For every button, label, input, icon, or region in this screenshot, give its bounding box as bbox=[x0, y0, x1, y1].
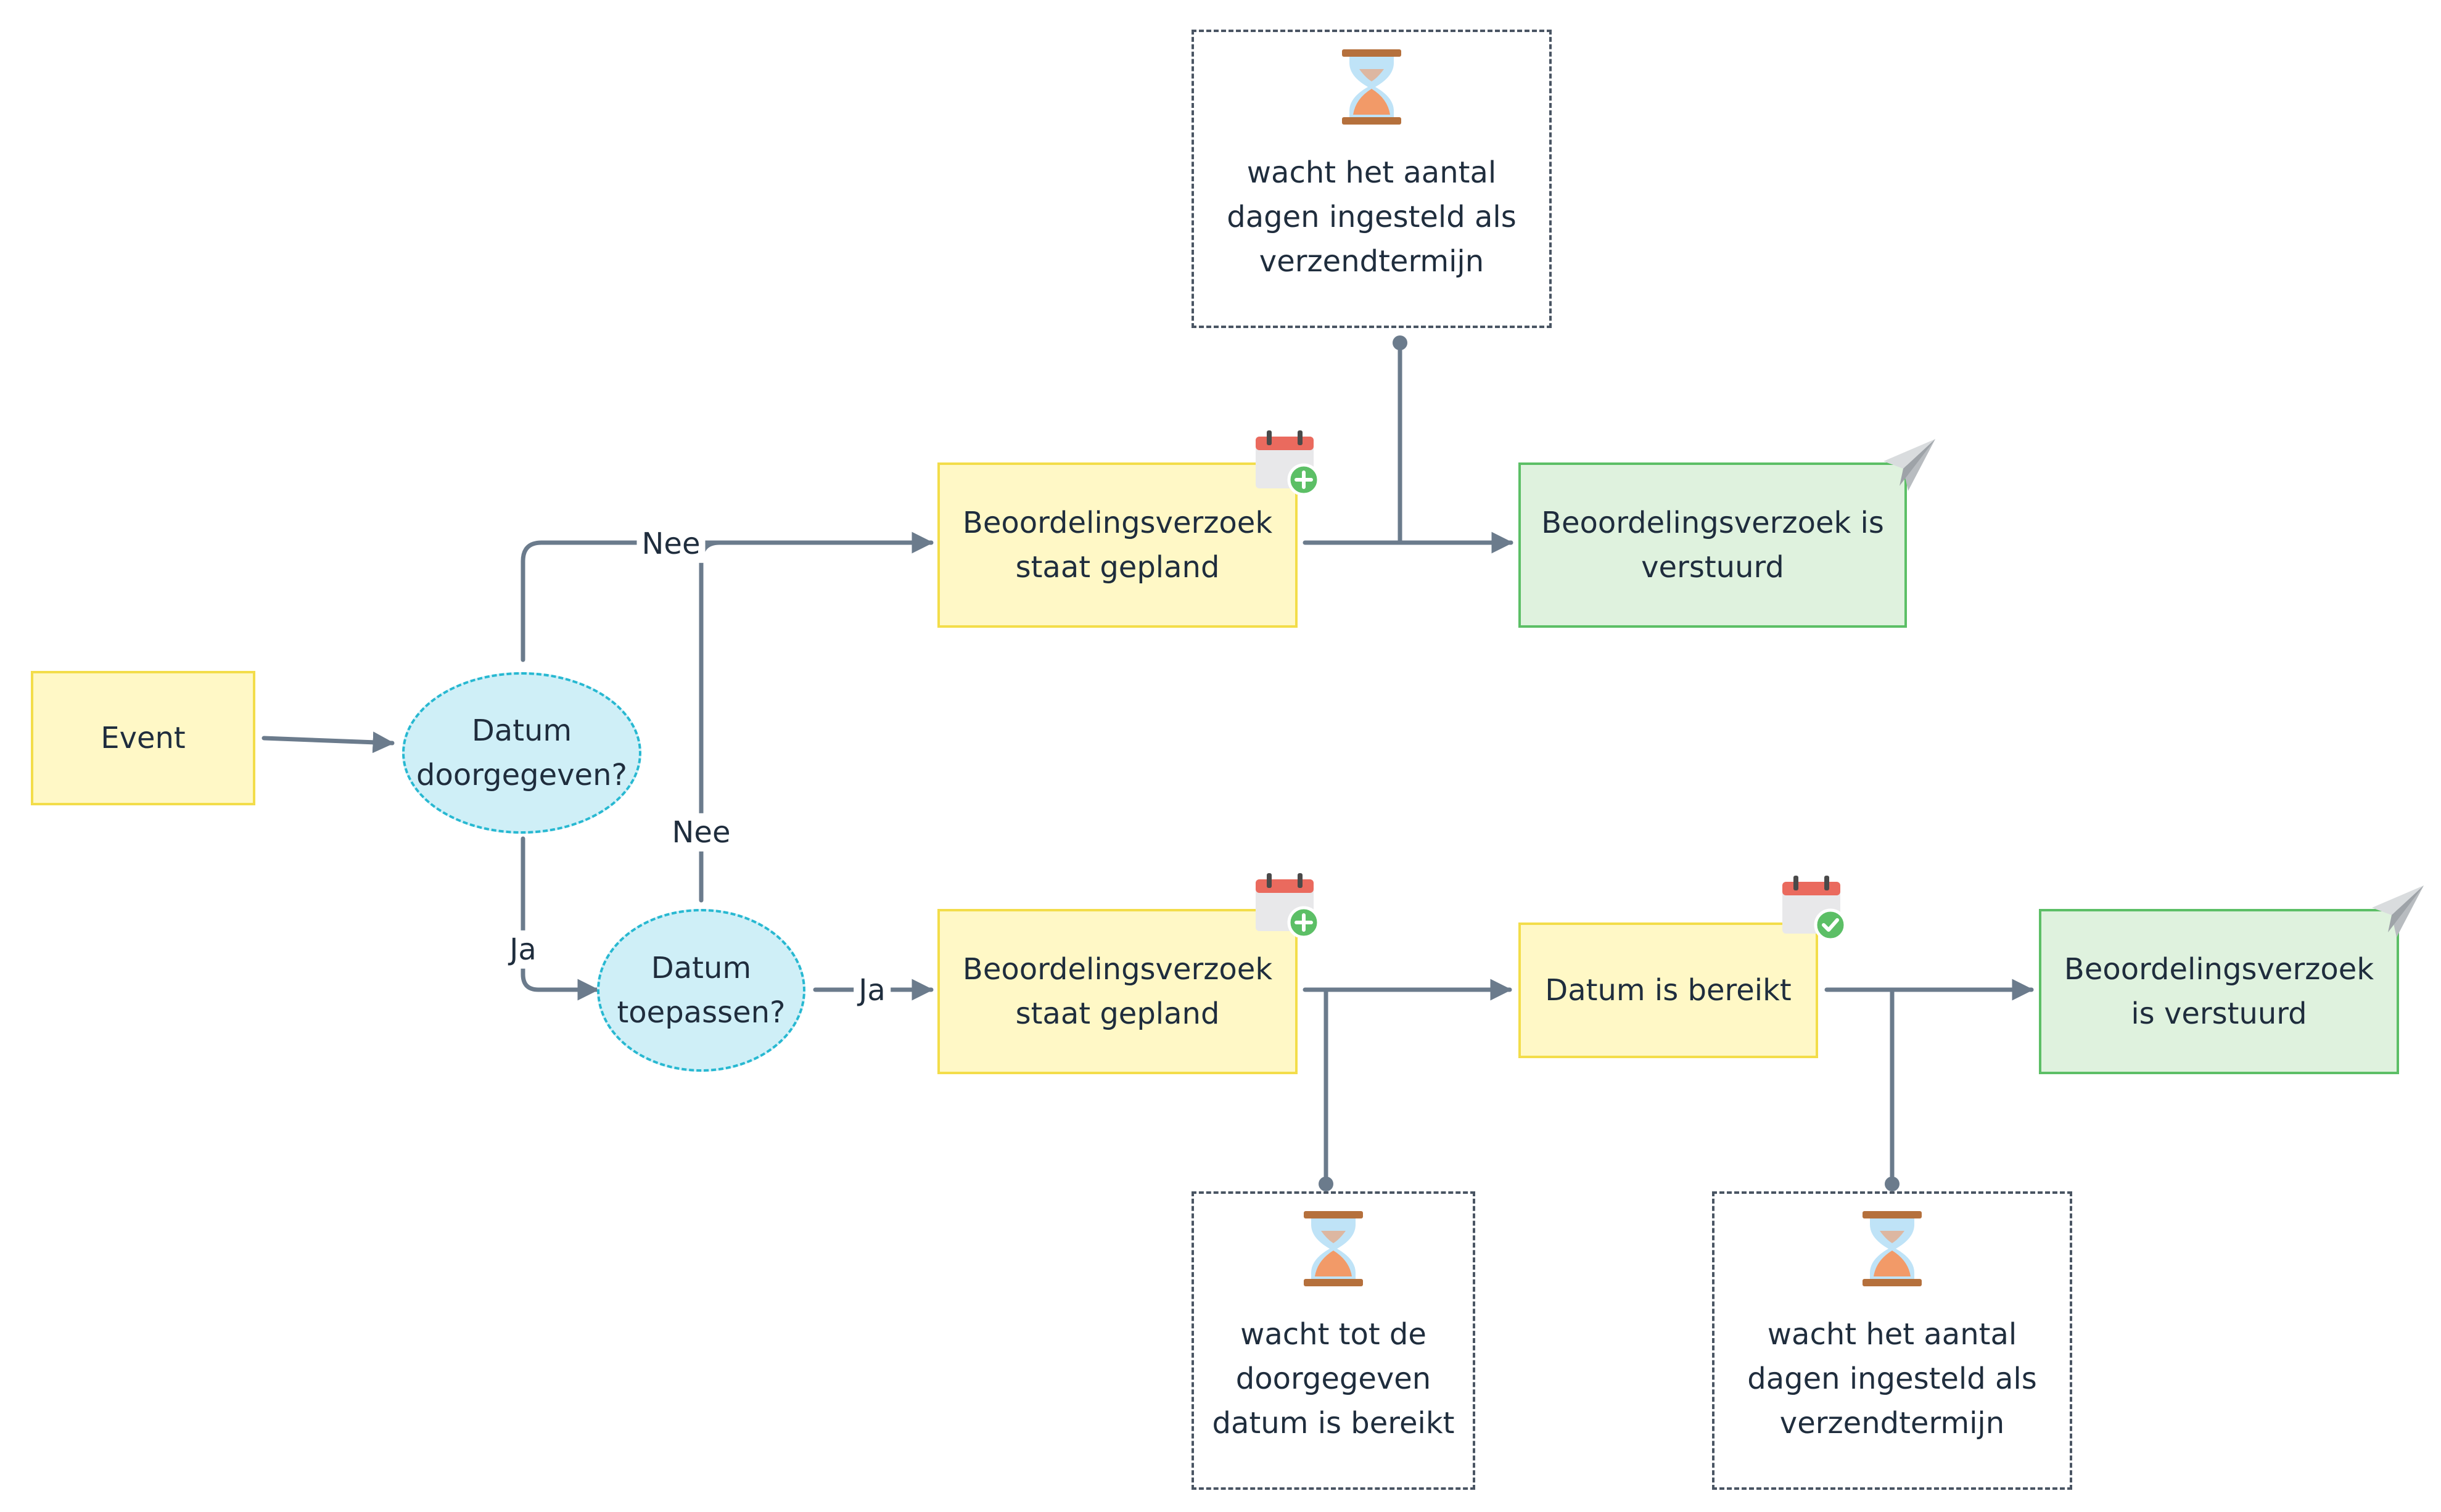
calendar-plus-icon bbox=[1256, 430, 1320, 495]
calendar-plus-icon bbox=[1256, 873, 1320, 937]
edge-label-ja-right: Ja bbox=[854, 971, 891, 1010]
state-verstuurd-bottom[interactable]: Beoordelingsverzoek is verstuurd bbox=[2039, 909, 2399, 1074]
connector-dot bbox=[1319, 1177, 1333, 1191]
hourglass-icon bbox=[1304, 1211, 1363, 1286]
event-node[interactable]: Event bbox=[31, 671, 255, 805]
state-gepland-bottom[interactable]: Beoordelingsverzoek staat gepland bbox=[937, 909, 1298, 1074]
state-gepland-top[interactable]: Beoordelingsverzoek staat gepland bbox=[937, 462, 1298, 628]
decision-label: Datum toepassen? bbox=[617, 951, 786, 1030]
note-wait-bottom-right: wacht het aantal dagen ingesteld als ver… bbox=[1712, 1191, 2072, 1490]
note-wait-bottom-left: wacht tot de doorgegeven datum is bereik… bbox=[1192, 1191, 1475, 1490]
state-label: Datum is bereikt bbox=[1545, 973, 1792, 1008]
connector-dot bbox=[1885, 1177, 1900, 1191]
state-verstuurd-top[interactable]: Beoordelingsverzoek is verstuurd bbox=[1518, 462, 1907, 628]
note-text: wacht het aantal dagen ingesteld als ver… bbox=[1227, 155, 1517, 279]
event-label: Event bbox=[101, 721, 186, 755]
state-label: Beoordelingsverzoek staat gepland bbox=[962, 952, 1273, 1031]
decision-datum-doorgegeven[interactable]: Datum doorgegeven? bbox=[402, 672, 641, 834]
note-wait-top: wacht het aantal dagen ingesteld als ver… bbox=[1192, 30, 1552, 328]
calendar-check-icon bbox=[1782, 876, 1846, 940]
connector-dot bbox=[1393, 335, 1407, 350]
decision-label: Datum doorgegeven? bbox=[416, 713, 627, 792]
hourglass-icon bbox=[1863, 1211, 1922, 1286]
edge-nee-top bbox=[521, 532, 934, 662]
edge-ja-left bbox=[521, 836, 599, 1001]
hourglass-icon bbox=[1342, 49, 1401, 125]
note-text: wacht tot de doorgegeven datum is bereik… bbox=[1212, 1317, 1455, 1440]
edge-event-to-datum bbox=[261, 731, 395, 754]
note-text: wacht het aantal dagen ingesteld als ver… bbox=[1747, 1317, 2037, 1440]
paper-plane-icon bbox=[1883, 439, 1935, 491]
state-label: Beoordelingsverzoek staat gepland bbox=[962, 506, 1273, 585]
edge-label-nee-top: Nee bbox=[636, 524, 706, 564]
edge-label-ja-left: Ja bbox=[504, 930, 541, 969]
state-datum-bereikt[interactable]: Datum is bereikt bbox=[1518, 922, 1818, 1058]
state-label: Beoordelingsverzoek is verstuurd bbox=[2064, 952, 2374, 1031]
decision-datum-toepassen[interactable]: Datum toepassen? bbox=[597, 909, 805, 1072]
edge-label-nee-middle: Nee bbox=[667, 813, 736, 852]
paper-plane-icon bbox=[2372, 885, 2424, 937]
state-label: Beoordelingsverzoek is verstuurd bbox=[1541, 506, 1884, 585]
